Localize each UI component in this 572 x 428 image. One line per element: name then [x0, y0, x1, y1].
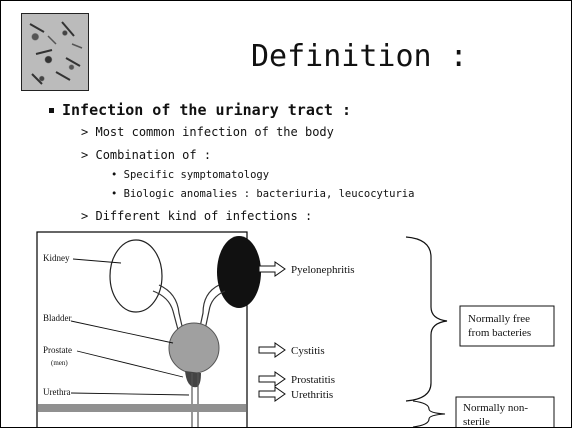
bladder-shape — [169, 323, 219, 373]
arrow-prostatitis — [259, 372, 285, 386]
label-prostatitis: Prostatitis — [291, 374, 335, 386]
right-kidney-shape — [217, 236, 261, 308]
left-kidney-shape — [110, 240, 162, 312]
label-urethritis: Urethritis — [291, 389, 333, 401]
label-kidney: Kidney — [43, 253, 70, 263]
arrow-pyelonephritis — [259, 262, 285, 276]
box-normally-free — [460, 306, 554, 346]
label-prostate-note: (men) — [51, 359, 68, 367]
perineum-band — [38, 404, 246, 412]
label-prostate: Prostate — [43, 345, 72, 355]
box-free-line2: from bacteries — [468, 327, 531, 339]
box-nonsterile-line1: Normally non- — [463, 402, 528, 414]
box-nonsterile-line2: sterile — [463, 416, 490, 427]
label-urethra: Urethra — [43, 387, 70, 397]
small-brace — [413, 401, 445, 427]
arrow-cystitis — [259, 343, 285, 357]
label-bladder: Bladder — [43, 313, 72, 323]
arrow-urethritis — [259, 387, 285, 401]
large-brace — [406, 237, 447, 401]
box-free-line1: Normally free — [468, 313, 530, 325]
label-pyelonephritis: Pyelonephritis — [291, 264, 355, 276]
label-cystitis: Cystitis — [291, 345, 325, 357]
